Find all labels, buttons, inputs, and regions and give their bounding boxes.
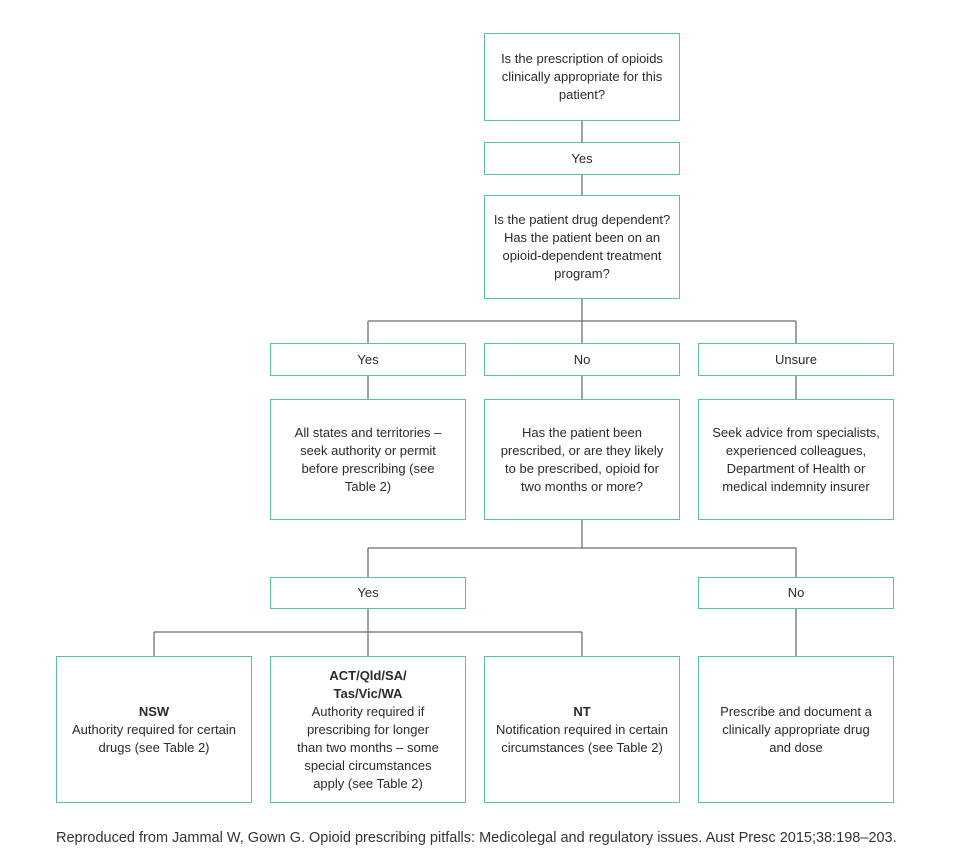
question-opioids-appropriate: Is the prescription of opioids clinicall…	[484, 33, 680, 121]
node-text: No	[573, 351, 591, 367]
node-text: Authority required if prescribing for lo…	[297, 703, 439, 791]
node-text: Yes	[571, 150, 593, 166]
node-text: Is the prescription of opioids clinicall…	[501, 51, 663, 102]
all-states-authority: All states and territories – seek author…	[270, 399, 466, 520]
answer-unsure: Unsure	[698, 343, 894, 376]
node-text: Prescribe and document a clinically appr…	[720, 703, 872, 755]
jurisdiction-title: NSW	[138, 703, 170, 719]
question-two-months: Has the patient been prescribed, or are …	[484, 399, 680, 520]
node-text: Yes	[357, 585, 379, 600]
source-caption: Reproduced from Jammal W, Gown G. Opioid…	[56, 830, 897, 846]
node-text: Authority required for certain drugs (se…	[71, 721, 237, 755]
answer-yes-2: Yes	[270, 343, 466, 376]
node-text: Yes	[357, 351, 379, 367]
node-text: Seek advice from specialists, experience…	[712, 424, 880, 494]
answer-yes-3: Yes	[270, 577, 466, 609]
jurisdiction-title: NT	[573, 703, 591, 719]
node-text: No	[787, 585, 805, 600]
node-text: All states and territories – seek author…	[294, 424, 442, 494]
answer-yes-1: Yes	[484, 142, 680, 175]
nt-requirement: NT Notification required in certain circ…	[484, 656, 680, 803]
act-qld-sa-tas-vic-wa-requirement: ACT/Qld/SA/ Tas/Vic/WA Authority require…	[270, 656, 466, 803]
node-text: Unsure	[775, 351, 817, 367]
question-drug-dependent: Is the patient drug dependent? Has the p…	[484, 195, 680, 299]
node-text: Is the patient drug dependent? Has the p…	[493, 212, 671, 281]
seek-advice: Seek advice from specialists, experience…	[698, 399, 894, 520]
node-text: Has the patient been prescribed, or are …	[500, 424, 664, 494]
answer-no-2: No	[484, 343, 680, 376]
answer-no-3: No	[698, 577, 894, 609]
prescribe-and-document: Prescribe and document a clinically appr…	[698, 656, 894, 803]
nsw-requirement: NSW Authority required for certain drugs…	[56, 656, 252, 803]
node-text: Notification required in certain circums…	[496, 721, 668, 755]
jurisdiction-title: ACT/Qld/SA/ Tas/Vic/WA	[329, 667, 407, 701]
